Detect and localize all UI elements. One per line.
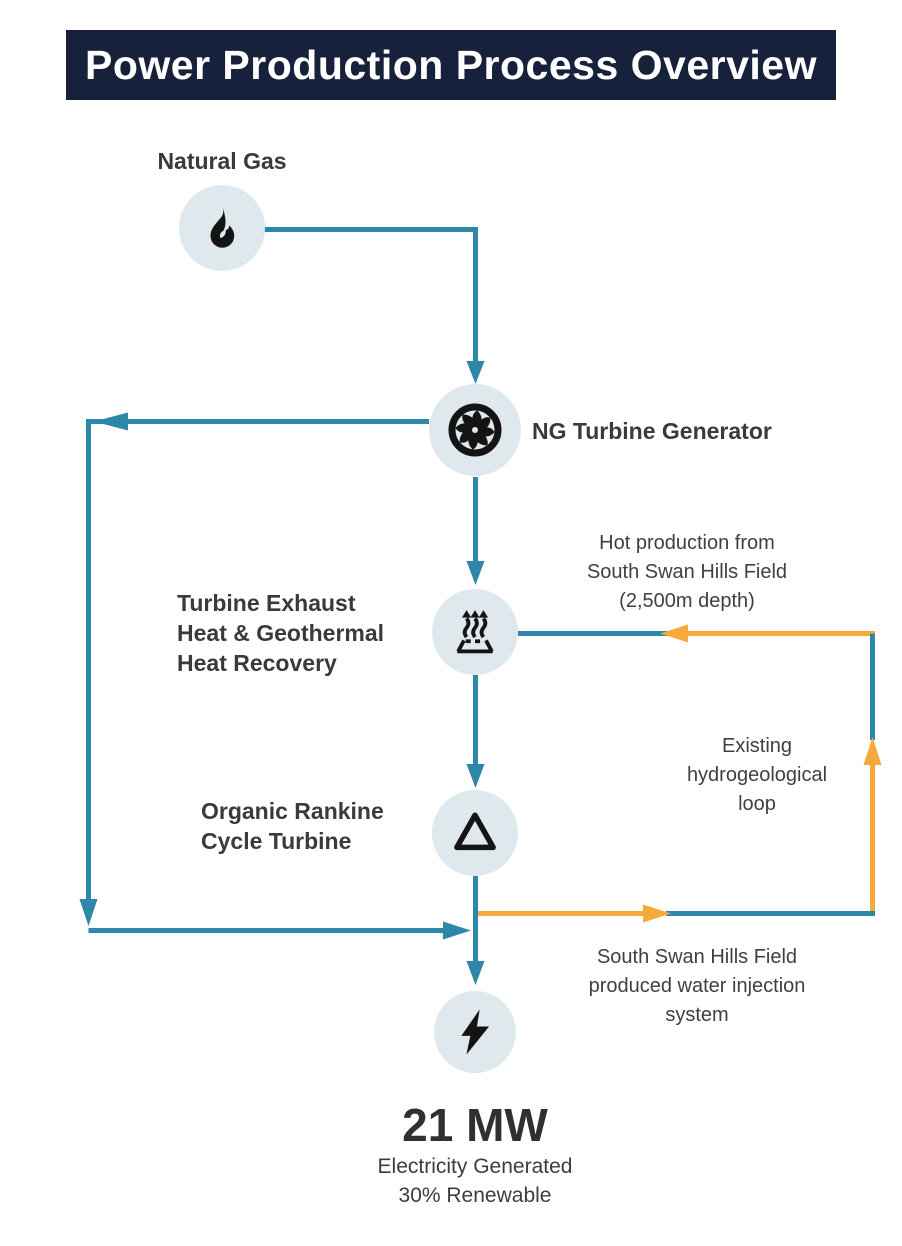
- heat-recovery-label: Turbine Exhaust Heat & Geothermal Heat R…: [177, 590, 385, 676]
- arrowhead-left-down: [79, 899, 98, 926]
- ng-turbine-label: NG Turbine Generator: [532, 418, 772, 444]
- natural-gas-label: Natural Gas: [157, 148, 287, 174]
- arrowhead-left-corner: [94, 412, 128, 431]
- arrowhead-turbine-to-heat: [466, 561, 485, 585]
- hot-production-note: Hot production from South Swan Hills Fie…: [586, 532, 788, 612]
- arrowhead-into-junction: [443, 921, 471, 940]
- natural-gas-node: [179, 185, 265, 271]
- heat-recovery-node: [432, 589, 518, 675]
- lightning-icon: [461, 1009, 490, 1055]
- arrowhead-injection: [643, 904, 671, 923]
- line-gas-to-turbine: [264, 227, 478, 362]
- arrowhead-riser-up: [863, 737, 882, 765]
- triangle-icon: [454, 812, 496, 851]
- output-value: 21 MW: [402, 1099, 548, 1151]
- ng-turbine-node: [429, 384, 521, 476]
- hydro-loop-note: Existing hydrogeological loop: [686, 735, 828, 815]
- arrowhead-gas-to-turbine: [466, 361, 485, 384]
- output-details: Electricity Generated 30% Renewable: [377, 1155, 573, 1207]
- arrowhead-hot-return: [660, 624, 688, 643]
- heat-waves-icon: [456, 610, 494, 654]
- title-bar: Power Production Process Overview: [66, 30, 836, 100]
- electricity-node: [434, 991, 516, 1073]
- flame-icon: [210, 207, 235, 248]
- orc-turbine-node: [432, 790, 518, 876]
- page-title: Power Production Process Overview: [85, 41, 817, 88]
- turbine-icon: [448, 403, 502, 457]
- line-turbine-left-loop: [86, 419, 429, 899]
- injection-note: South Swan Hills Field produced water in…: [588, 946, 806, 1026]
- arrowhead-orc-to-electricity: [466, 961, 485, 985]
- arrowhead-heat-to-orc: [466, 764, 485, 788]
- orc-turbine-label: Organic Rankine Cycle Turbine: [201, 798, 384, 854]
